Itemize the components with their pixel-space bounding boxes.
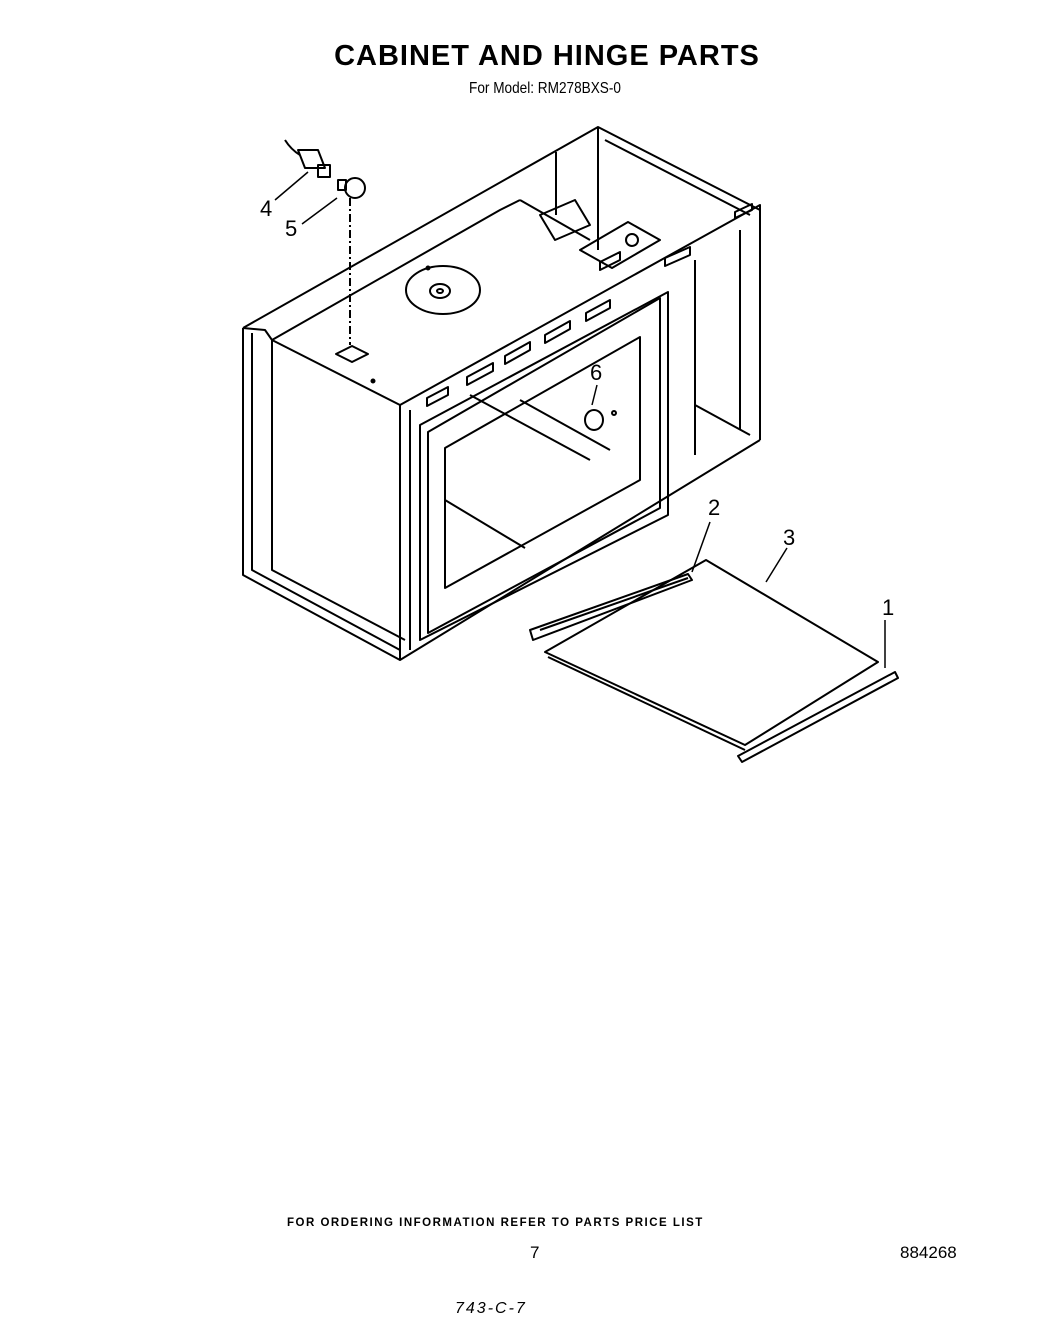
mounting-bracket xyxy=(539,199,661,269)
trim-strip-1 xyxy=(737,671,899,763)
document-number: 884268 xyxy=(900,1243,957,1262)
callout-leaders xyxy=(274,171,886,668)
bottom-panel-3 xyxy=(544,559,879,751)
callout-2: 2 xyxy=(708,495,720,520)
model-subtitle: For Model: RM278BXS-0 xyxy=(469,80,621,97)
ordering-note: FOR ORDERING INFORMATION REFER TO PARTS … xyxy=(287,1217,704,1229)
page-title: CABINET AND HINGE PARTS xyxy=(334,40,760,72)
trim-strip-2 xyxy=(529,573,693,641)
front-frame xyxy=(399,203,761,661)
door-opening xyxy=(419,291,669,641)
callout-5: 5 xyxy=(285,216,297,241)
callout-4: 4 xyxy=(260,196,272,221)
callout-labels: 4 5 6 2 3 1 xyxy=(260,196,894,620)
oven-cavity xyxy=(271,199,591,641)
callout-1: 1 xyxy=(882,595,894,620)
callout-6: 6 xyxy=(590,360,602,385)
handwritten-code: 743-C-7 xyxy=(455,1300,527,1317)
cavity-knob-icon xyxy=(584,409,617,431)
lamp-socket-icon xyxy=(284,139,331,178)
page-number: 7 xyxy=(530,1243,540,1262)
lamp-bulb-icon xyxy=(337,177,366,345)
callout-3: 3 xyxy=(783,525,795,550)
